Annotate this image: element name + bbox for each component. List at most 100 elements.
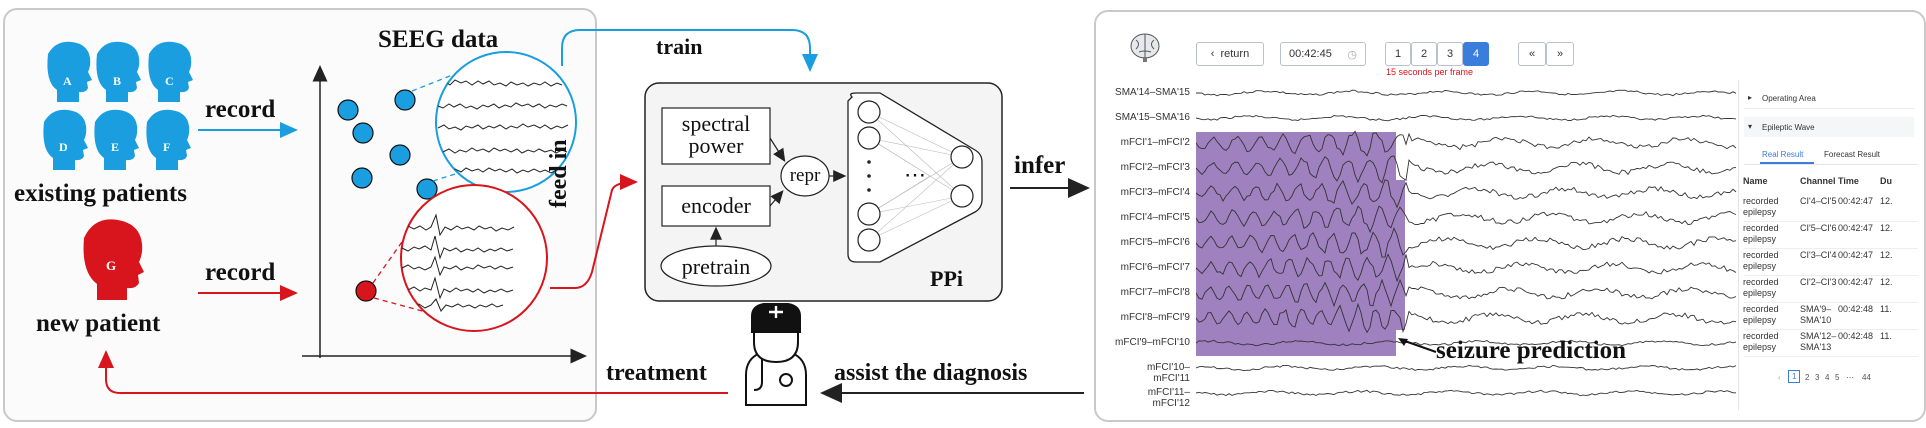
pager-page-2[interactable]: 2 — [1805, 373, 1810, 382]
table-cell-name: recorded epilepsy — [1743, 250, 1779, 271]
last-page-button[interactable]: » — [1546, 42, 1574, 66]
ppi-label: PPi — [930, 266, 963, 291]
table-cell-dur: 12. — [1880, 223, 1893, 233]
feed-in-label: feed in — [546, 139, 572, 208]
encoder-box — [661, 185, 771, 227]
new-patient-label: new patient — [36, 310, 161, 337]
eeg-trace — [1196, 114, 1737, 122]
caret-right-icon: ▸ — [1748, 93, 1753, 102]
table-cell-time: 00:42:48 — [1838, 331, 1874, 341]
patient-letter-a: A — [63, 74, 72, 88]
operating-area-row[interactable]: ▸ Operating Area — [1744, 88, 1914, 109]
operating-area-label: Operating Area — [1762, 94, 1816, 103]
first-page-button[interactable]: « — [1518, 42, 1546, 66]
record-label-bottom: record — [205, 259, 276, 286]
eeg-trace — [1196, 364, 1737, 372]
patient-letter-g: G — [106, 258, 117, 273]
patient-letter-d: D — [59, 140, 68, 154]
channel-label: mFCI'10–mFCI'11 — [1146, 362, 1190, 384]
channel-label: SMA'14–SMA'15 — [1115, 87, 1190, 98]
head-icon-b — [96, 41, 141, 102]
head-icon-e — [94, 109, 139, 170]
embedding-dots — [337, 89, 438, 200]
return-label: return — [1220, 48, 1250, 60]
side-pager: ‹ 1 2 3 4 5 ⋯ 44 — [1778, 370, 1918, 386]
eeg-trace — [1196, 227, 1737, 258]
head-icon-d — [43, 109, 88, 170]
page-button-2[interactable]: 2 — [1411, 42, 1437, 66]
pager-prev-button[interactable]: ‹ — [1778, 373, 1781, 382]
eeg-trace — [1196, 89, 1737, 97]
channel-label: mFCI'5–mFCI'6 — [1120, 237, 1190, 248]
channel-label: mFCI'4–mFCI'5 — [1120, 212, 1190, 223]
channel-label: mFCI'2–mFCI'3 — [1120, 162, 1190, 173]
table-cell-time: 00:42:47 — [1838, 250, 1874, 260]
channel-label: mFCI'8–mFCI'9 — [1120, 312, 1190, 323]
eeg-trace — [1196, 205, 1737, 234]
pager-page-4[interactable]: 4 — [1825, 373, 1830, 382]
pager-page-5[interactable]: 5 — [1835, 373, 1840, 382]
record-label-top: record — [205, 96, 276, 123]
pretrain-label: pretrain — [681, 254, 751, 279]
pager-page-1[interactable]: 1 — [1788, 370, 1801, 383]
patient-letter-f: F — [163, 140, 171, 154]
channel-label: mFCI'7–mFCI'8 — [1120, 287, 1190, 298]
epileptic-wave-row[interactable]: ▾ Epileptic Wave — [1744, 117, 1914, 137]
table-cell-channel: CI'3–CI'4 — [1800, 250, 1837, 260]
fps-note: 15 seconds per frame — [1386, 67, 1474, 77]
patient-letter-c: C — [165, 74, 174, 88]
table-cell-channel: SMA'9–SMA'10 — [1800, 304, 1832, 325]
tab-forecast-result[interactable]: Forecast Result — [1824, 150, 1881, 159]
channel-label: mFCI'3–mFCI'4 — [1120, 187, 1190, 198]
table-cell-channel: CI'5–CI'6 — [1800, 223, 1837, 233]
table-cell-name: recorded epilepsy — [1743, 331, 1779, 352]
head-icon-a — [47, 41, 92, 102]
channel-label: SMA'15–SMA'16 — [1115, 112, 1190, 123]
table-cell-channel: SMA'12–SMA'13 — [1800, 331, 1837, 352]
feed-in-arrow — [550, 174, 638, 289]
table-cell-dur: 12. — [1880, 277, 1893, 287]
pager-page-44[interactable]: 44 — [1862, 373, 1871, 382]
table-cell-name: recorded epilepsy — [1743, 196, 1779, 217]
page-button-3[interactable]: 3 — [1437, 42, 1463, 66]
table-cell-channel: CI'4–CI'5 — [1800, 196, 1837, 206]
head-icon-c — [148, 41, 193, 102]
tab-real-result[interactable]: Real Result — [1762, 150, 1804, 159]
eeg-trace — [1196, 253, 1737, 283]
encoder-label: encoder — [681, 193, 751, 218]
table-cell-time: 00:42:47 — [1838, 277, 1874, 287]
return-button[interactable]: ‹ return — [1196, 42, 1264, 66]
spectral-power-label: spectral power — [681, 111, 751, 158]
eeg-traces[interactable] — [1196, 80, 1738, 410]
channel-label: mFCI'1–mFCI'2 — [1120, 137, 1190, 148]
table-cell-dur: 11. — [1880, 331, 1892, 341]
table-cell-dur: 12. — [1880, 250, 1893, 260]
network-outline — [847, 92, 983, 263]
time-field[interactable]: 00:42:45 ◷ — [1280, 42, 1366, 66]
page-button-1[interactable]: 1 — [1385, 42, 1411, 66]
seizure-prediction-label: seizure prediction — [1436, 337, 1627, 364]
eeg-trace — [1196, 339, 1737, 347]
train-label: train — [656, 34, 703, 59]
new-seeg-waves — [401, 213, 515, 312]
spectral-box — [661, 107, 771, 165]
page-button-4-active[interactable]: 4 — [1463, 42, 1489, 66]
treatment-label: treatment — [606, 360, 707, 386]
network-hdots: ⋯ — [904, 162, 926, 187]
table-cell-time: 00:42:48 — [1838, 304, 1874, 314]
existing-patients-label: existing patients — [14, 180, 187, 207]
train-arrow — [561, 29, 818, 72]
doctor-icon — [745, 303, 807, 406]
channel-label: mFCI'11–mFCI'12 — [1147, 387, 1190, 409]
pager-page-3[interactable]: 3 — [1815, 373, 1820, 382]
eeg-trace — [1196, 389, 1736, 397]
clock-icon: ◷ — [1347, 48, 1357, 61]
table-cell-time: 00:42:47 — [1838, 196, 1874, 206]
